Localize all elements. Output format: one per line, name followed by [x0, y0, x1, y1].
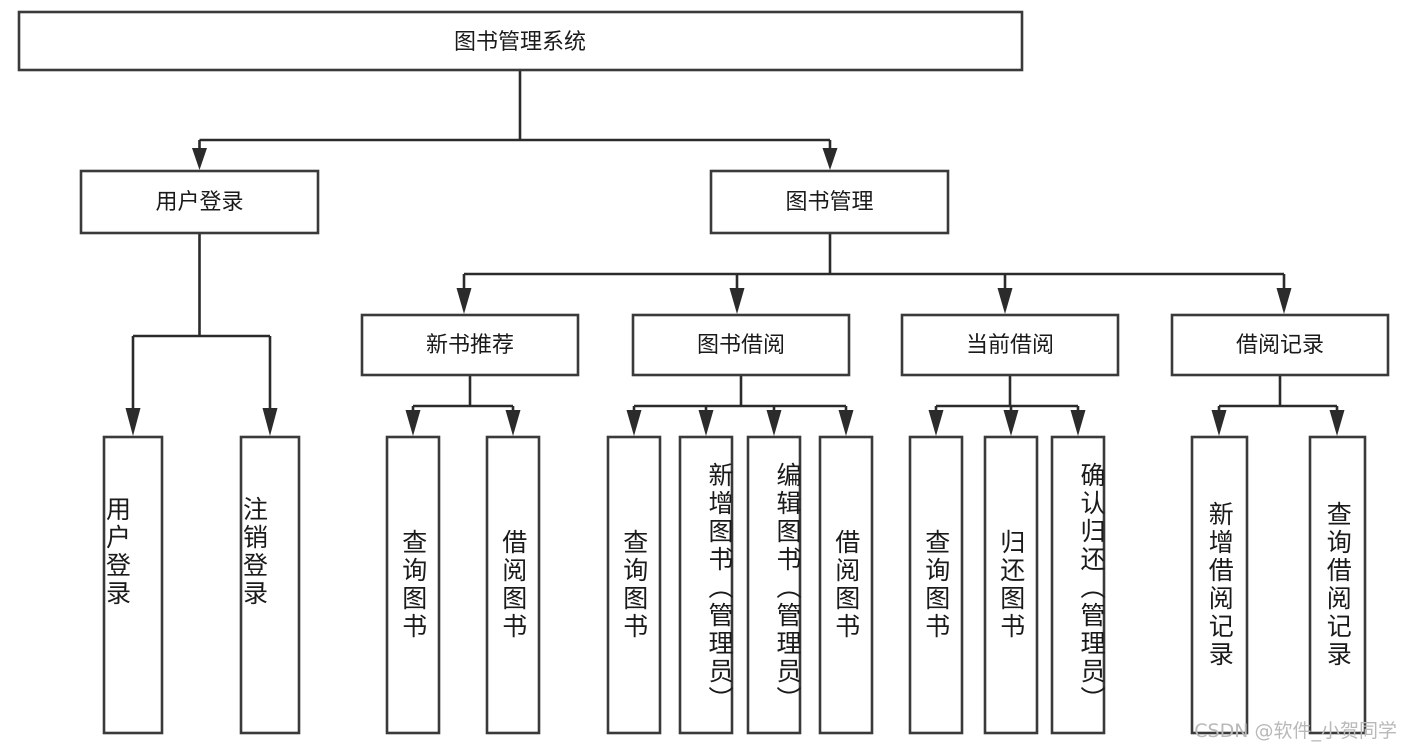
arrowhead-leaf-query-book-2: [626, 410, 642, 436]
arrowhead-leaf-add-book: [698, 410, 714, 436]
node-box-leaf-query-book-1[interactable]: [385, 435, 441, 735]
node-label-book-manage: 图书管理: [785, 190, 873, 215]
arrowhead-leaf-query-book-3: [928, 410, 944, 436]
node-box-leaf-add-record[interactable]: [1190, 435, 1249, 735]
arrowhead-book-borrow: [729, 288, 745, 314]
arrowhead-leaf-borrow-book-1: [505, 410, 521, 436]
node-box-leaf-confirm-return[interactable]: [1050, 435, 1106, 735]
node-box-leaf-borrow-book-2[interactable]: [818, 435, 874, 735]
node-box-leaf-edit-book[interactable]: [746, 435, 802, 735]
node-box-leaf-query-book-2[interactable]: [606, 435, 662, 735]
arrowhead-leaf-add-record: [1211, 410, 1227, 436]
node-label-current-borrow: 当前借阅: [966, 333, 1054, 358]
node-box-book-manage[interactable]: [709, 169, 950, 235]
node-label-book-borrow: 图书借阅: [697, 333, 785, 358]
arrowhead-leaf-query-record: [1329, 410, 1345, 436]
arrowhead-leaf-borrow-book-2: [838, 410, 854, 436]
node-box-current-borrow[interactable]: [900, 313, 1120, 377]
arrowhead-borrow-record: [1276, 288, 1292, 314]
arrowhead-leaf-confirm-return: [1070, 410, 1086, 436]
node-label-borrow-record: 借阅记录: [1236, 333, 1324, 358]
arrowhead-leaf-query-book-1: [405, 410, 421, 436]
arrowhead-leaf-user-login: [125, 408, 141, 436]
arrowhead-user-login: [192, 148, 207, 170]
node-label-new-book-recommend: 新书推荐: [426, 333, 514, 358]
node-box-leaf-query-book-3[interactable]: [908, 435, 964, 735]
node-layer: 图书管理系统 用户登录 图书管理 新书推荐 图书借阅 当前借阅 借阅记录: [17, 10, 1390, 735]
node-box-new-book-recommend[interactable]: [360, 313, 580, 377]
node-box-borrow-record[interactable]: [1170, 313, 1390, 377]
node-box-leaf-logout[interactable]: [239, 435, 301, 735]
arrowhead-leaf-edit-book: [766, 410, 782, 436]
arrowhead-book-manage: [822, 148, 838, 170]
watermark-text: CSDN @软件_小贺同学: [1194, 720, 1397, 742]
node-box-leaf-borrow-book-1[interactable]: [485, 435, 541, 735]
arrowhead-leaf-return-book: [1003, 410, 1019, 436]
connector-layer: [125, 70, 1345, 436]
node-box-leaf-return-book[interactable]: [983, 435, 1039, 735]
node-box-leaf-add-book[interactable]: [678, 435, 734, 735]
node-box-leaf-query-record[interactable]: [1308, 435, 1367, 735]
node-box-root[interactable]: [17, 10, 1024, 72]
arrowhead-current-borrow: [997, 288, 1013, 314]
arrowhead-new-book-recommend: [456, 288, 472, 314]
node-box-user-login[interactable]: [79, 169, 320, 235]
node-box-book-borrow[interactable]: [631, 313, 851, 377]
node-box-leaf-user-login[interactable]: [102, 435, 164, 735]
node-label-root: 图书管理系统: [454, 30, 586, 55]
arrowhead-leaf-logout: [262, 408, 278, 436]
node-label-user-login: 用户登录: [155, 190, 243, 215]
